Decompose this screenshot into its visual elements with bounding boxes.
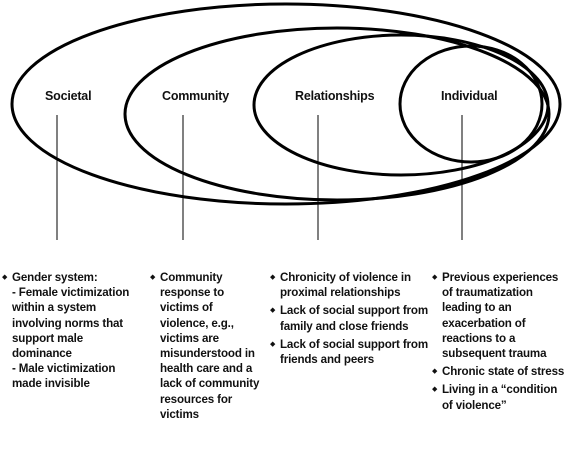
- factor-text: Previous experiences of traumatization l…: [442, 271, 559, 361]
- factor-item: ◆ Chronic state of stress: [432, 364, 565, 379]
- diamond-bullet-icon: ◆: [432, 368, 438, 376]
- level-label-societal: Societal: [45, 89, 92, 103]
- individual-ellipse: [398, 44, 544, 164]
- relationships-ellipse: [252, 33, 550, 177]
- societal-ellipse: [10, 2, 562, 206]
- factor-text: Living in a “condition of violence”: [442, 383, 558, 412]
- diamond-bullet-icon: ◆: [270, 274, 276, 281]
- community-ellipse: [123, 26, 551, 202]
- factor-item: ◆ Lack of social support from friends and…: [270, 337, 430, 367]
- diamond-bullet-icon: ◆: [270, 307, 276, 315]
- factor-item: ◆ Community response to victims of violen…: [150, 270, 262, 422]
- community-factors-list: ◆ Community response to victims of violen…: [150, 270, 262, 425]
- individual-factors-list: ◆ Previous experiences of traumatization …: [432, 270, 565, 416]
- factor-text: Community response to victims of violenc…: [160, 271, 260, 421]
- diamond-bullet-icon: ◆: [150, 274, 156, 281]
- factor-text: Chronicity of violence in proximal relat…: [280, 271, 411, 300]
- diamond-bullet-icon: ◆: [2, 274, 8, 281]
- factor-subitem: - Female victimization within a system i…: [12, 286, 130, 361]
- factor-item: ◆ Previous experiences of traumatization …: [432, 270, 565, 361]
- diamond-bullet-icon: ◆: [432, 274, 438, 281]
- factor-subitem: - Male victimization made invisible: [12, 362, 116, 391]
- diamond-bullet-icon: ◆: [432, 386, 438, 394]
- societal-factors-list: ◆ Gender system: - Female victimization wi…: [2, 270, 142, 395]
- factor-text: Gender system:: [12, 271, 98, 284]
- factor-item: ◆ Living in a “condition of violence”: [432, 382, 565, 412]
- factor-text: Chronic state of stress: [442, 365, 565, 379]
- factor-text: Lack of social support from friends and …: [280, 337, 428, 367]
- diamond-bullet-icon: ◆: [270, 340, 276, 348]
- ecological-model-diagram: [10, 2, 562, 240]
- factor-item: ◆ Gender system: - Female victimization wi…: [2, 270, 142, 392]
- level-label-community: Community: [162, 89, 229, 103]
- factor-item: ◆ Lack of social support from family and …: [270, 303, 430, 333]
- relationships-factors-list: ◆ Chronicity of violence in proximal rela…: [270, 270, 430, 370]
- level-label-relationships: Relationships: [295, 89, 375, 103]
- factor-text: Lack of social support from family and c…: [280, 304, 428, 333]
- factor-item: ◆ Chronicity of violence in proximal rela…: [270, 270, 430, 300]
- level-label-individual: Individual: [441, 89, 498, 103]
